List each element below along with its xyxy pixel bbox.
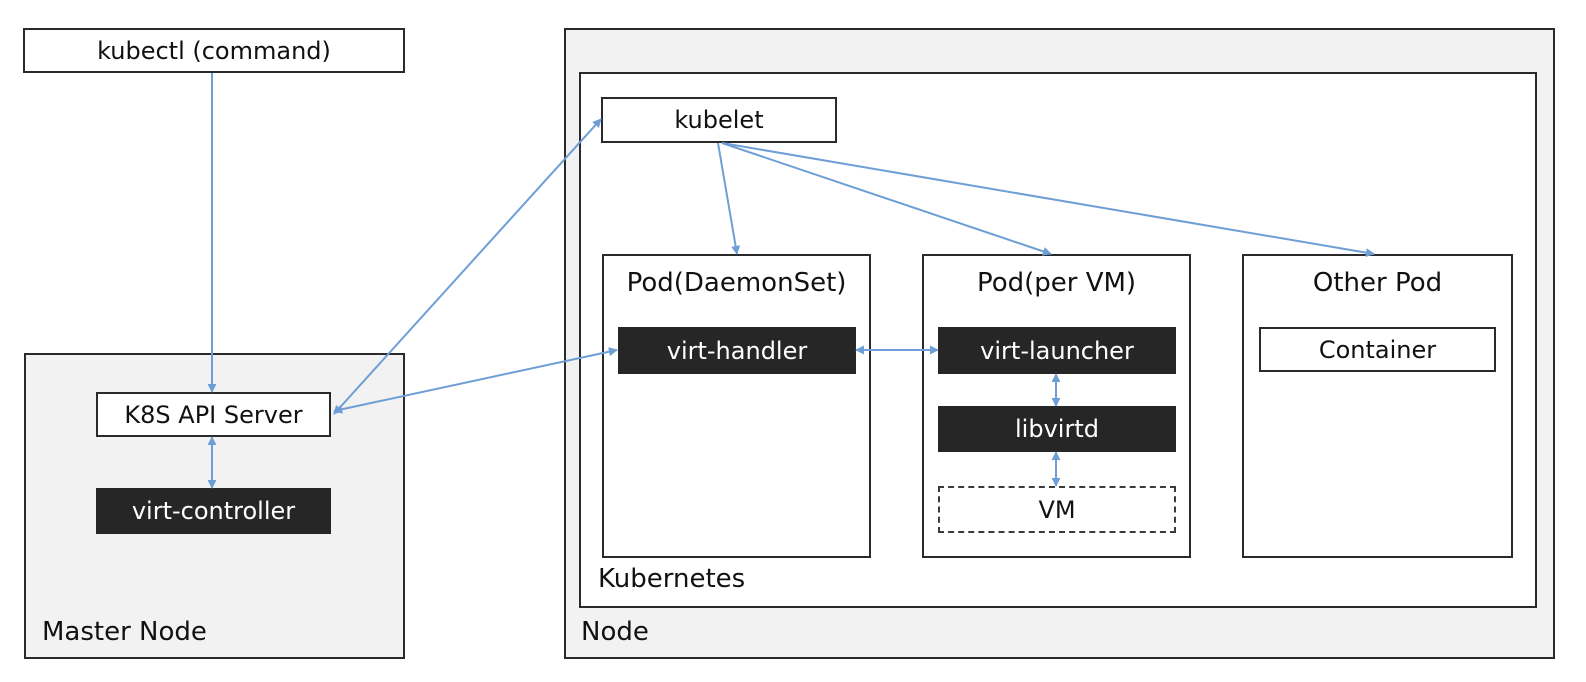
other-pod-box: Other Pod — [1242, 254, 1513, 558]
api-server-label: K8S API Server — [124, 400, 303, 429]
virt-handler-label: virt-handler — [666, 336, 808, 365]
pod-per-vm-title: Pod(per VM) — [976, 268, 1137, 298]
pod-daemonset-title: Pod(DaemonSet) — [626, 268, 847, 298]
master-node-label: Master Node — [42, 617, 207, 647]
virt-controller-label: virt-controller — [131, 497, 296, 525]
virt-launcher-box: virt-launcher — [938, 327, 1176, 374]
vm-box: VM — [938, 486, 1176, 533]
kubectl-command-box: kubectl (command) — [23, 28, 405, 73]
virt-controller-box: virt-controller — [96, 488, 331, 534]
vm-label: VM — [1038, 495, 1076, 524]
kubectl-command-label: kubectl (command) — [97, 36, 331, 65]
container-label: Container — [1318, 335, 1437, 364]
other-pod-title: Other Pod — [1312, 268, 1443, 298]
kubelet-label: kubelet — [674, 106, 764, 134]
node-label: Node — [581, 617, 649, 647]
libvirtd-label: libvirtd — [1015, 415, 1099, 443]
libvirtd-box: libvirtd — [938, 406, 1176, 452]
virt-launcher-label: virt-launcher — [980, 336, 1134, 365]
kubernetes-label: Kubernetes — [598, 564, 746, 594]
api-server-box: K8S API Server — [96, 392, 331, 437]
pod-daemonset-box: Pod(DaemonSet) — [602, 254, 871, 558]
kubelet-box: kubelet — [601, 97, 837, 143]
container-box: Container — [1259, 327, 1496, 372]
virt-handler-box: virt-handler — [618, 327, 856, 374]
